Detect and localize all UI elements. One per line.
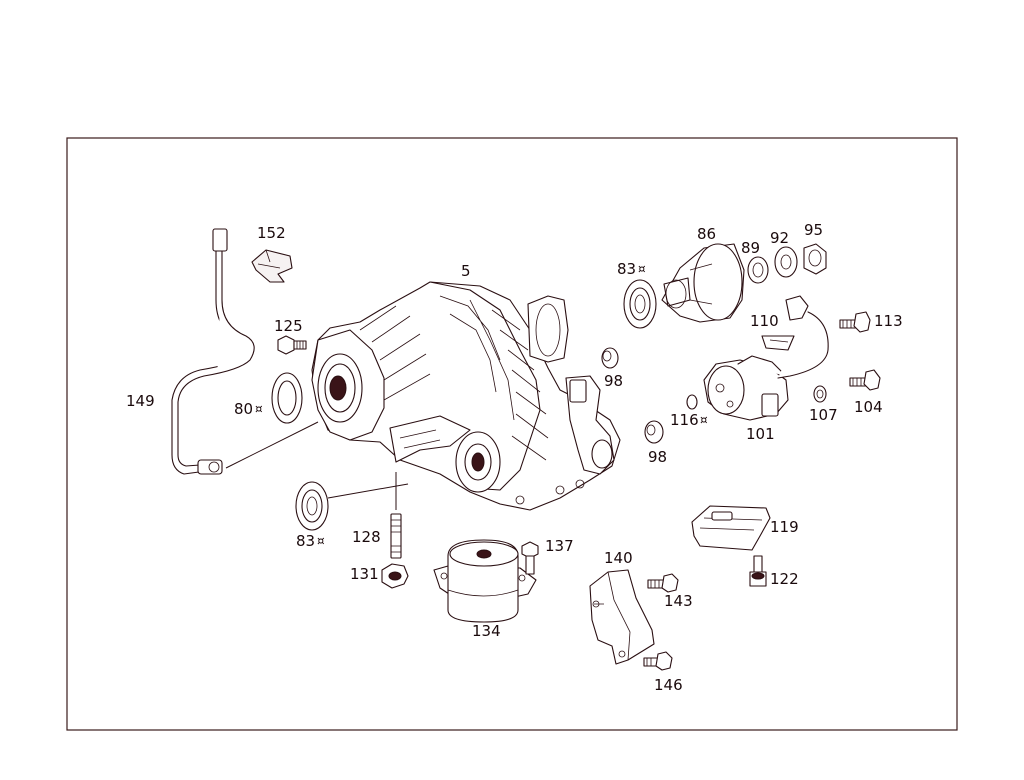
label-116-marker: ¤ xyxy=(700,413,708,427)
part-104-bolt[interactable] xyxy=(849,369,881,391)
part-110-sensor[interactable] xyxy=(761,295,829,379)
label-140: 140 xyxy=(604,549,633,567)
label-110: 110 xyxy=(750,312,779,330)
leader-83-lower xyxy=(327,483,409,499)
label-83-lower: 83 xyxy=(296,532,315,550)
part-137-bolt[interactable] xyxy=(521,541,539,575)
label-116: 116 xyxy=(670,411,699,429)
label-98-lower: 98 xyxy=(648,448,667,466)
part-152-clip[interactable] xyxy=(251,249,293,283)
label-95: 95 xyxy=(804,221,823,239)
part-5-transfer-case[interactable] xyxy=(311,281,621,511)
label-83-upper-marker: ¤ xyxy=(638,262,646,276)
label-137: 137 xyxy=(545,537,574,555)
label-128: 128 xyxy=(352,528,381,546)
label-80: 80 xyxy=(234,400,253,418)
part-113-bolt[interactable] xyxy=(839,311,871,333)
label-119: 119 xyxy=(770,518,799,536)
part-98-lower-plug[interactable] xyxy=(644,420,664,444)
part-131-nut[interactable] xyxy=(381,563,409,589)
label-89: 89 xyxy=(741,239,760,257)
part-149-breather-hose[interactable] xyxy=(171,228,255,475)
label-149: 149 xyxy=(126,392,155,410)
label-143: 143 xyxy=(664,592,693,610)
diagram-frame xyxy=(66,137,958,731)
label-5: 5 xyxy=(461,262,471,280)
label-104: 104 xyxy=(854,398,883,416)
label-101: 101 xyxy=(746,425,775,443)
part-83-upper-seal[interactable] xyxy=(623,279,657,329)
label-122: 122 xyxy=(770,570,799,588)
part-107-washer[interactable] xyxy=(813,385,827,403)
part-83-lower-seal[interactable] xyxy=(295,481,329,531)
label-146: 146 xyxy=(654,676,683,694)
label-152: 152 xyxy=(257,224,286,242)
part-146-bolt[interactable] xyxy=(643,651,673,671)
part-143-bolt[interactable] xyxy=(647,573,679,593)
part-98-upper-plug[interactable] xyxy=(601,347,619,369)
label-92: 92 xyxy=(770,229,789,247)
part-95-nut[interactable] xyxy=(803,243,827,275)
part-116-o-ring[interactable] xyxy=(686,394,698,410)
label-134: 134 xyxy=(472,622,501,640)
label-107: 107 xyxy=(809,406,838,424)
label-113: 113 xyxy=(874,312,903,330)
part-101-actuator-motor[interactable] xyxy=(703,355,789,421)
label-98-upper: 98 xyxy=(604,372,623,390)
part-140-bracket[interactable] xyxy=(589,569,655,665)
leader-149 xyxy=(225,421,319,469)
label-131: 131 xyxy=(350,565,379,583)
part-86-flange[interactable] xyxy=(661,243,745,323)
part-89-ring[interactable] xyxy=(747,256,769,284)
label-83-upper: 83 xyxy=(617,260,636,278)
part-92-washer[interactable] xyxy=(774,246,798,278)
label-80-marker: ¤ xyxy=(255,402,263,416)
part-labels: 5 152 125 149 80 ¤ 83 ¤ 128 131 134 137 … xyxy=(126,221,903,694)
part-80-seal-ring[interactable] xyxy=(271,372,303,424)
part-119-control-unit[interactable] xyxy=(691,505,771,551)
label-125: 125 xyxy=(274,317,303,335)
part-134-mount[interactable] xyxy=(433,539,537,623)
part-122-bolt[interactable] xyxy=(749,555,767,587)
part-128-stud[interactable] xyxy=(390,513,402,559)
label-86: 86 xyxy=(697,225,716,243)
part-125-bolt[interactable] xyxy=(277,335,307,355)
label-83-lower-marker: ¤ xyxy=(317,534,325,548)
